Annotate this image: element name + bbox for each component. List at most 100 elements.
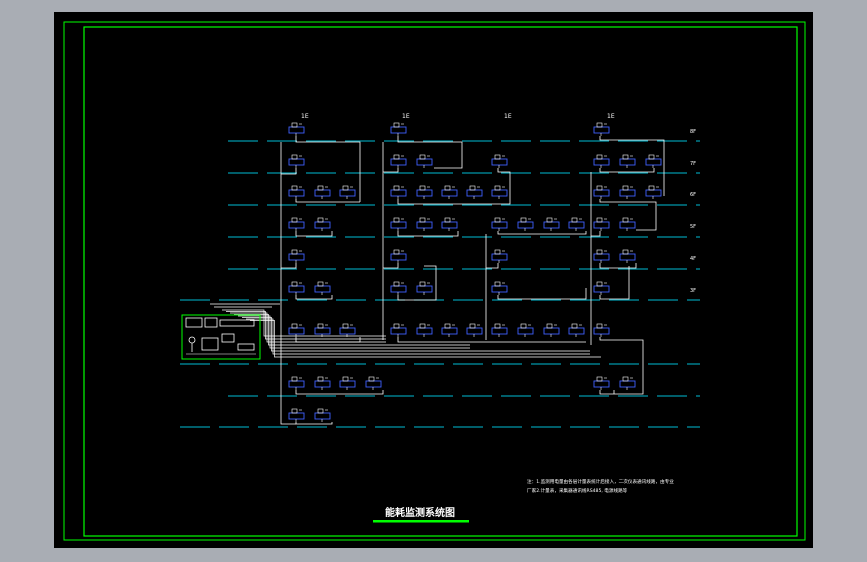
wire	[295, 231, 333, 237]
meter-box	[491, 327, 508, 335]
wire	[230, 312, 386, 343]
meter-box	[390, 189, 407, 197]
wire	[397, 231, 459, 237]
wire	[397, 136, 463, 169]
meter-display	[444, 217, 451, 223]
meter-box	[593, 221, 610, 229]
floor-lines	[180, 140, 700, 428]
wire	[281, 263, 297, 269]
meter-box	[491, 253, 508, 261]
meter-box	[339, 189, 356, 197]
energy-meter-icon	[619, 185, 636, 199]
meter-display	[571, 323, 578, 329]
meter-display	[393, 323, 400, 329]
meter-box	[568, 327, 585, 335]
meter-display	[393, 217, 400, 223]
meter-display	[317, 281, 324, 287]
meter-box	[619, 158, 636, 166]
meter-display	[393, 122, 400, 128]
meter-box	[390, 285, 407, 293]
meter-box	[593, 380, 610, 388]
column-label: 1E	[504, 113, 512, 120]
meter-display	[622, 185, 629, 191]
meter-display	[291, 154, 298, 160]
meter-box	[568, 221, 585, 229]
meter-box	[390, 327, 407, 335]
energy-meter-icon	[288, 376, 305, 390]
meter-box	[441, 221, 458, 229]
monitoring-host-icon[interactable]	[181, 314, 261, 360]
meter-box	[593, 285, 610, 293]
energy-meter-icon	[619, 376, 636, 390]
meter-display	[342, 376, 349, 382]
energy-meter-icon	[416, 323, 433, 337]
energy-meter-icon	[645, 154, 662, 168]
floor-label: 8F	[690, 129, 696, 135]
wire	[250, 320, 601, 358]
meter-display	[419, 185, 426, 191]
meter-box	[416, 189, 433, 197]
title-underline	[373, 520, 469, 523]
energy-meter-icon	[619, 217, 636, 231]
wire	[599, 337, 644, 395]
meter-box	[288, 221, 305, 229]
meter-display	[317, 376, 324, 382]
meter-box	[441, 327, 458, 335]
energy-meter-icon	[314, 408, 331, 422]
meter-display	[520, 323, 527, 329]
meter-display	[291, 376, 298, 382]
inner-frame	[83, 26, 798, 537]
meter-box	[390, 253, 407, 261]
wire	[238, 315, 470, 349]
meter-box	[466, 189, 483, 197]
meter-display	[622, 249, 629, 255]
meter-display	[596, 122, 603, 128]
energy-meter-icon	[288, 408, 305, 422]
meter-display	[596, 217, 603, 223]
energy-meter-icon	[593, 122, 610, 136]
meter-box	[645, 158, 662, 166]
meter-box	[517, 221, 534, 229]
meter-box	[288, 380, 305, 388]
meter-display	[393, 249, 400, 255]
meter-box	[339, 380, 356, 388]
meter-display	[494, 249, 501, 255]
meter-display	[596, 185, 603, 191]
energy-meter-icon	[645, 185, 662, 199]
energy-meter-icon	[568, 323, 585, 337]
meter-box	[288, 327, 305, 335]
meter-box	[517, 327, 534, 335]
energy-meter-icon	[466, 185, 483, 199]
energy-meter-icon	[288, 122, 305, 136]
meter-box	[288, 126, 305, 134]
meter-box	[593, 327, 610, 335]
wire	[295, 199, 360, 203]
energy-meter-icon	[288, 185, 305, 199]
meter-box	[491, 158, 508, 166]
meter-box	[314, 189, 331, 197]
energy-meter-icon	[288, 217, 305, 231]
energy-meter-icon	[390, 154, 407, 168]
wire	[246, 318, 590, 355]
energy-meter-icon	[288, 281, 305, 295]
meter-display	[419, 323, 426, 329]
meter-display	[494, 154, 501, 160]
energy-meter-icon	[314, 185, 331, 199]
meter-display	[393, 154, 400, 160]
wire	[295, 337, 361, 343]
energy-meter-icon	[491, 185, 508, 199]
wire	[295, 390, 384, 395]
energy-meter-icon	[593, 281, 610, 295]
wire	[281, 168, 297, 175]
meter-box	[390, 221, 407, 229]
energy-meter-icon	[441, 323, 458, 337]
energy-meter-icon	[593, 376, 610, 390]
wire	[383, 263, 399, 269]
wire	[226, 311, 386, 340]
meter-box	[390, 126, 407, 134]
meter-box	[288, 285, 305, 293]
meter-display	[596, 376, 603, 382]
energy-meter-icon	[517, 323, 534, 337]
meter-display	[622, 154, 629, 160]
